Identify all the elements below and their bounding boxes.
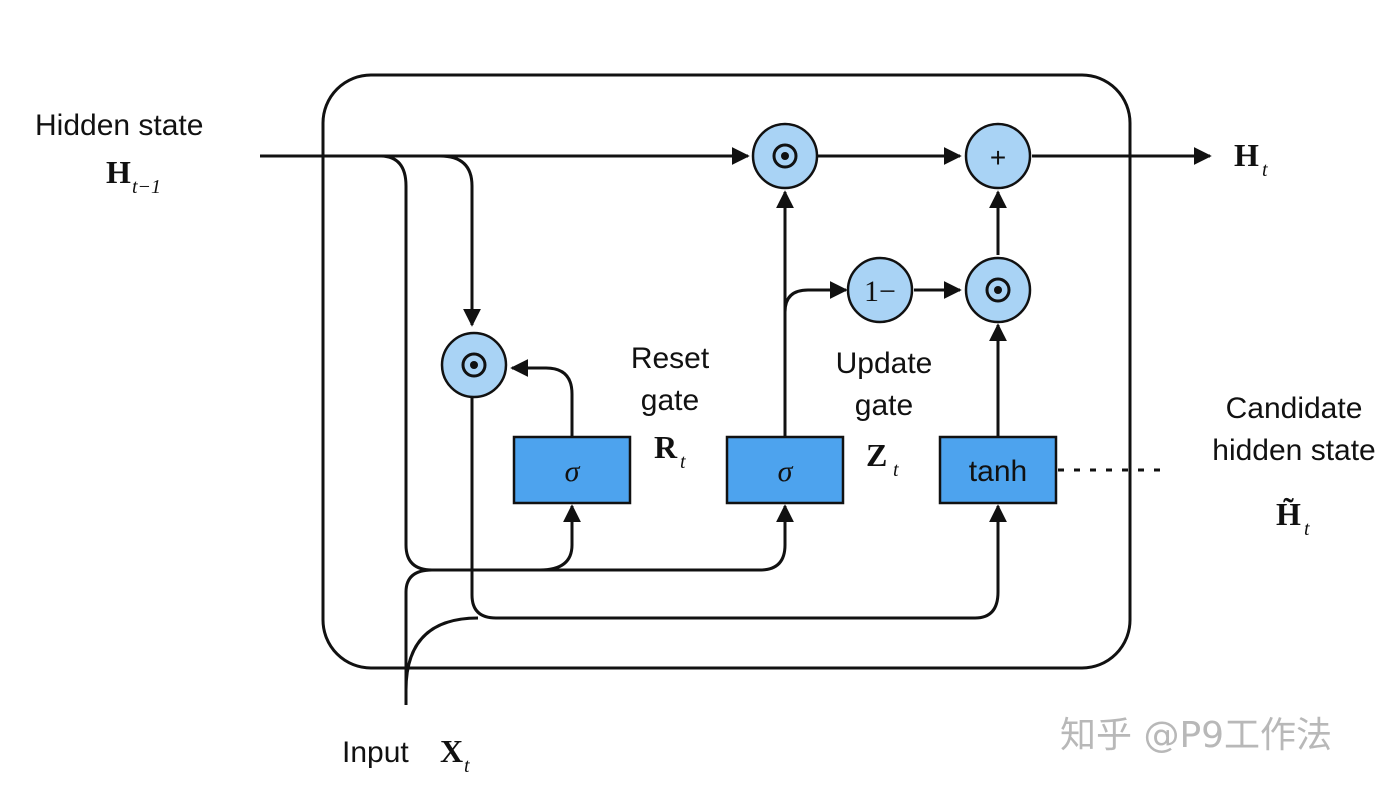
candidate-line2: hidden state [1212,434,1375,467]
input-subscript: t [464,755,470,777]
watermark: 知乎 @P9工作法 [1060,715,1332,756]
output-symbol: H [1234,137,1259,173]
update-gate-subscript: t [893,459,899,481]
hidden-state-subscript: t−1 [132,176,161,198]
candidate-line1: Candidate [1226,392,1363,425]
plus-op [964,122,1032,190]
top-hadamard-ring [772,143,798,169]
reset-gate-subscript: t [680,451,686,473]
input-label: Input [342,736,409,769]
reset-gate-line1: Reset [631,342,710,375]
hidden-state-symbol: H [106,154,131,190]
one-minus-op [846,256,914,324]
hidden-state-label: Hidden state [35,109,203,142]
one-minus-label: 1− [864,275,896,308]
input-symbol: X [440,733,463,769]
update-sigma-label: σ [778,455,794,488]
top-hadamard-dot [781,152,789,160]
reset-hadamard-ring [461,352,487,378]
wire-reset-sigma-to-hadamard [510,359,574,436]
tanh-label: tanh [969,455,1027,488]
reset-sigma-box [512,435,632,505]
gru-cell-boundary [321,73,1132,670]
candidate-hadamard-dot [994,286,1002,294]
tanh-box [938,435,1058,505]
update-gate-symbol: Z [866,437,887,473]
update-gate-line1: Update [836,347,933,380]
output-subscript: t [1262,159,1268,181]
candidate-subscript: t [1304,518,1310,540]
wire-update-to-one-minus [783,281,848,320]
update-gate-line2: gate [855,389,913,422]
candidate-hadamard-ring [985,277,1011,303]
wire-input-up-1 [404,568,433,705]
wire-reset-hadamard-to-tanh [470,398,1007,620]
wire-hidden-down-left [379,154,794,572]
wire-hidden-to-reset-hadamard [439,154,481,327]
wire-to-reset-sigma [539,504,581,572]
reset-sigma-label: σ [565,455,581,488]
plus-op-label: + [990,142,1006,173]
wire-input-up-2 [404,616,479,691]
reset-hadamard-dot [470,361,478,369]
candidate-symbol: H̃ [1276,496,1301,532]
reset-gate-symbol: R [654,429,678,465]
update-sigma-box [725,435,845,505]
reset-gate-line2: gate [641,384,699,417]
